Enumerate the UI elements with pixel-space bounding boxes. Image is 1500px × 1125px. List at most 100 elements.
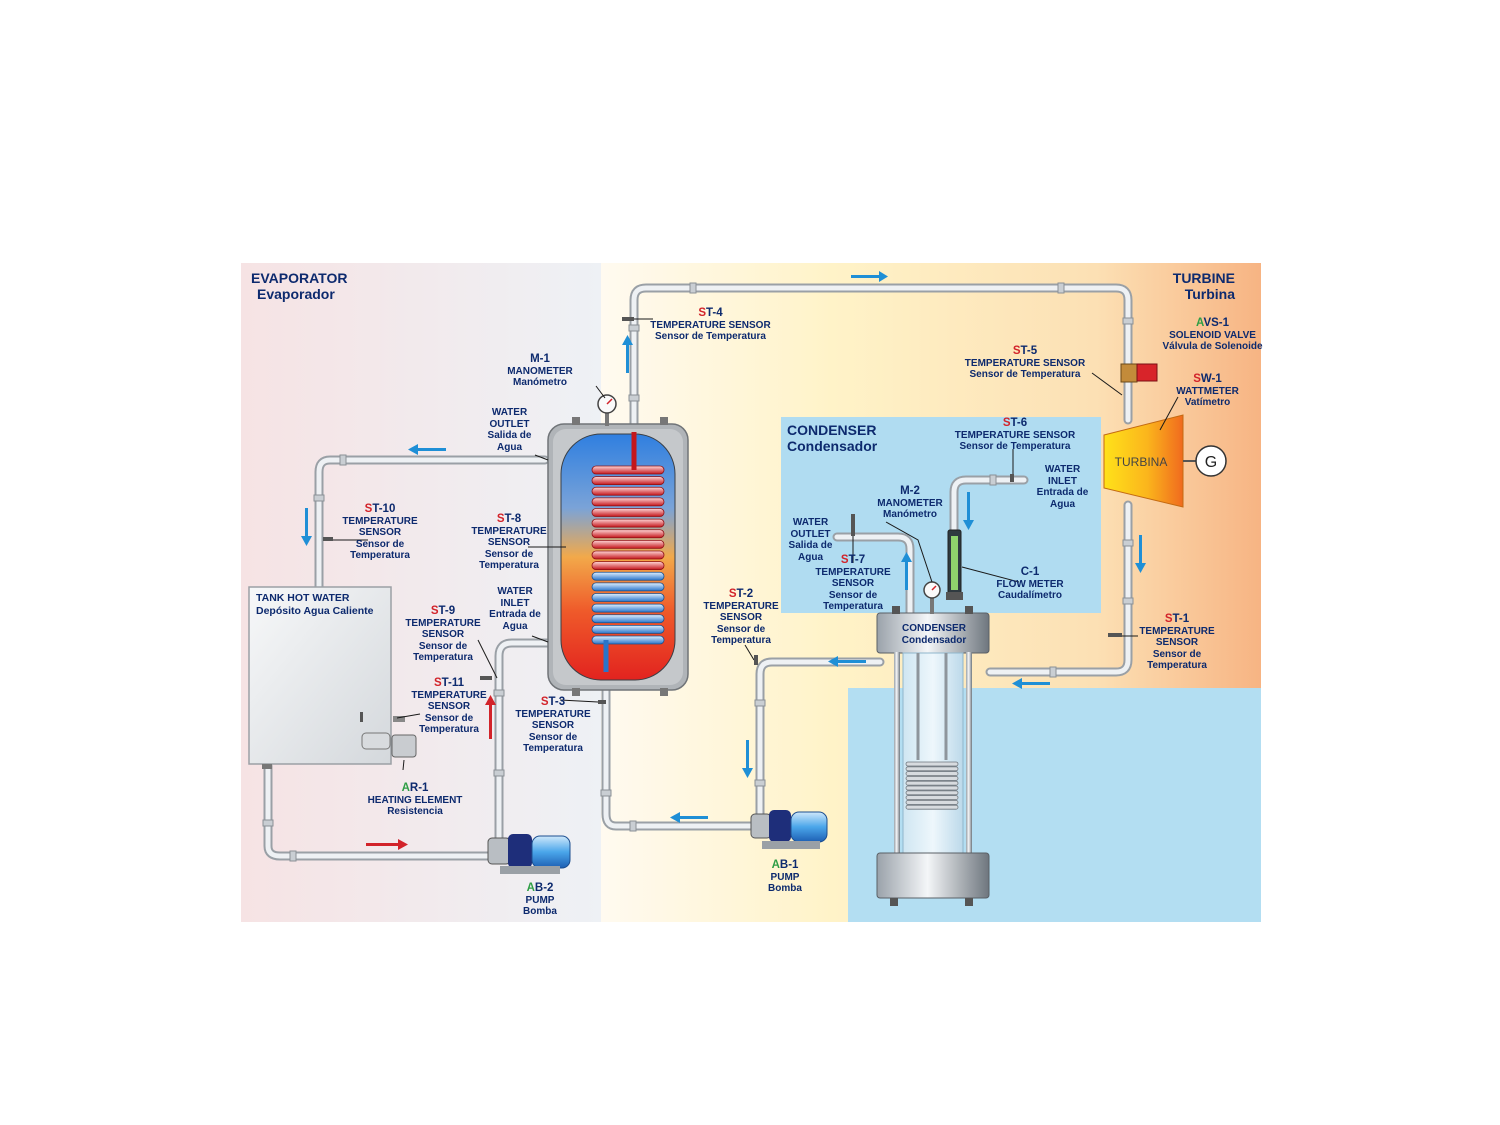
- label-evap-inlet: WATER INLET Entrada de Agua: [482, 586, 548, 632]
- label-ar1: AR-1 HEATING ELEMENT Resistencia: [357, 782, 473, 818]
- label-st7: ST-7 TEMPERATURE SENSOR Sensor de Temper…: [808, 554, 898, 613]
- condenser-coil-turn: [905, 785, 959, 791]
- label-es: Sensor de Temperatura: [523, 731, 583, 755]
- label-evap-outlet: WATER OUTLET Salida de Agua: [482, 407, 537, 453]
- label-es: Sensor de Temperatura: [711, 623, 771, 647]
- label-es: Sensor de Temperatura: [413, 640, 473, 664]
- label-en: WATER OUTLET: [790, 517, 831, 540]
- pipe-couplings: [262, 282, 1134, 862]
- flow-arrow-hot: [485, 695, 496, 739]
- condenser-coil-turn: [905, 780, 959, 786]
- flow-arrow: [408, 444, 446, 455]
- section-evaporator: EVAPORATOR Evaporador: [251, 270, 347, 302]
- turbine-label: TURBINA: [1115, 455, 1168, 469]
- coil-turn: [591, 624, 665, 634]
- label-prefix: S: [1002, 417, 1011, 429]
- coil-turn: [591, 582, 665, 592]
- condenser-coil-turn: [905, 800, 959, 805]
- label-code: T-2: [736, 588, 754, 600]
- label-en: TEMPERATURE SENSOR: [405, 617, 481, 641]
- coil-turn: [591, 529, 665, 539]
- label-code: VS-1: [1203, 317, 1230, 329]
- label-code: B-1: [779, 859, 799, 871]
- condenser-coil-turn: [905, 804, 959, 810]
- label-cond-inlet: WATER INLET Entrada de Agua: [1035, 464, 1090, 510]
- label-code: T-6: [1010, 417, 1028, 429]
- tank-en: TANK HOT WATER: [256, 592, 350, 604]
- label-prefix: S: [1193, 373, 1201, 385]
- flow-arrow: [742, 740, 753, 778]
- label-es: Salida de Agua: [487, 430, 532, 453]
- label-code: M-1: [530, 353, 550, 365]
- coil-turn: [591, 561, 665, 571]
- flow-arrow: [1135, 535, 1146, 573]
- condenser-coil-turn: [905, 790, 959, 796]
- label-cond-outlet: WATER OUTLET Salida de Agua: [783, 517, 838, 563]
- label-st2: ST-2 TEMPERATURE SENSOR Sensor de Temper…: [700, 588, 782, 647]
- label-prefix: S: [698, 307, 707, 319]
- condenser-coil-turn: [905, 771, 959, 776]
- label-prefix: S: [430, 605, 439, 617]
- generator-label: G: [1205, 454, 1217, 471]
- label-en: TEMPERATURE SENSOR: [1139, 625, 1215, 649]
- label-en: WATER OUTLET: [489, 407, 530, 430]
- condenser-coil-turn: [905, 761, 959, 767]
- coil-turn: [591, 518, 665, 528]
- condenser-body-en: CONDENSER: [902, 623, 967, 634]
- label-en: WATER INLET: [1044, 464, 1081, 487]
- label-prefix: A: [771, 859, 780, 871]
- label-es: Manómetro: [883, 509, 937, 520]
- heating-coil: [591, 465, 665, 645]
- flow-arrow: [828, 656, 866, 667]
- pump-ab1-icon: [750, 810, 828, 849]
- label-code: T-10: [372, 503, 396, 515]
- section-turbine-es: Turbina: [1184, 286, 1235, 302]
- coil-turn: [591, 603, 665, 613]
- pump-ab2-icon: [487, 834, 571, 874]
- label-prefix: A: [1195, 317, 1204, 329]
- label-es: Entrada de Agua: [1036, 487, 1089, 510]
- tank-hot-water-label: TANK HOT WATER Depósito Agua Caliente: [256, 592, 373, 618]
- label-en: TEMPERATURE SENSOR: [342, 515, 418, 539]
- label-st3: ST-3 TEMPERATURE SENSOR Sensor de Temper…: [512, 696, 594, 755]
- label-code: T-11: [441, 677, 465, 689]
- label-en: TEMPERATURE SENSOR: [471, 525, 547, 549]
- section-condenser-en: CONDENSER: [787, 422, 877, 438]
- coil-turn: [591, 571, 665, 581]
- label-code: T-7: [848, 554, 866, 566]
- coil-turn: [591, 508, 665, 517]
- label-en: TEMPERATURE SENSOR: [703, 600, 779, 624]
- coil-turn: [591, 497, 665, 507]
- label-code: C-1: [1020, 566, 1040, 578]
- label-en: FLOW METER: [996, 578, 1064, 590]
- label-prefix: S: [1012, 345, 1021, 357]
- coil-turn: [591, 486, 665, 496]
- condenser-vessel: [876, 606, 990, 906]
- label-en: WATER INLET: [497, 586, 533, 609]
- label-en: MANOMETER: [877, 497, 943, 509]
- turbine-icon: [1103, 414, 1196, 508]
- label-en: TEMPERATURE SENSOR: [411, 689, 487, 713]
- label-es: Bomba: [768, 883, 802, 894]
- label-code: T-3: [548, 696, 566, 708]
- coil-turn: [591, 614, 665, 624]
- condenser-body-es: Condensador: [902, 635, 967, 646]
- label-es: Sensor de Temperatura: [479, 548, 539, 572]
- label-st6: ST-6 TEMPERATURE SENSOR Sensor de Temper…: [950, 417, 1080, 453]
- label-code: W-1: [1200, 373, 1222, 385]
- label-en: TEMPERATURE SENSOR: [515, 708, 591, 732]
- section-evaporator-es: Evaporador: [257, 286, 335, 302]
- label-es: Sensor de Temperatura: [969, 369, 1081, 380]
- label-code: T-4: [706, 307, 723, 319]
- flow-arrow: [851, 271, 888, 282]
- flow-arrows: [301, 271, 1146, 850]
- generator-icon: [1195, 445, 1227, 477]
- label-es: Caudalímetro: [998, 590, 1062, 601]
- coil-turn: [591, 539, 665, 549]
- label-sw1: SW-1 WATTMETER Vatímetro: [1165, 373, 1250, 409]
- label-code: T-9: [438, 605, 456, 617]
- label-en: HEATING ELEMENT: [367, 794, 463, 806]
- label-es: Bomba: [523, 906, 557, 917]
- label-st1: ST-1 TEMPERATURE SENSOR Sensor de Temper…: [1136, 613, 1218, 672]
- label-es: Válvula de Solenoide: [1162, 341, 1263, 352]
